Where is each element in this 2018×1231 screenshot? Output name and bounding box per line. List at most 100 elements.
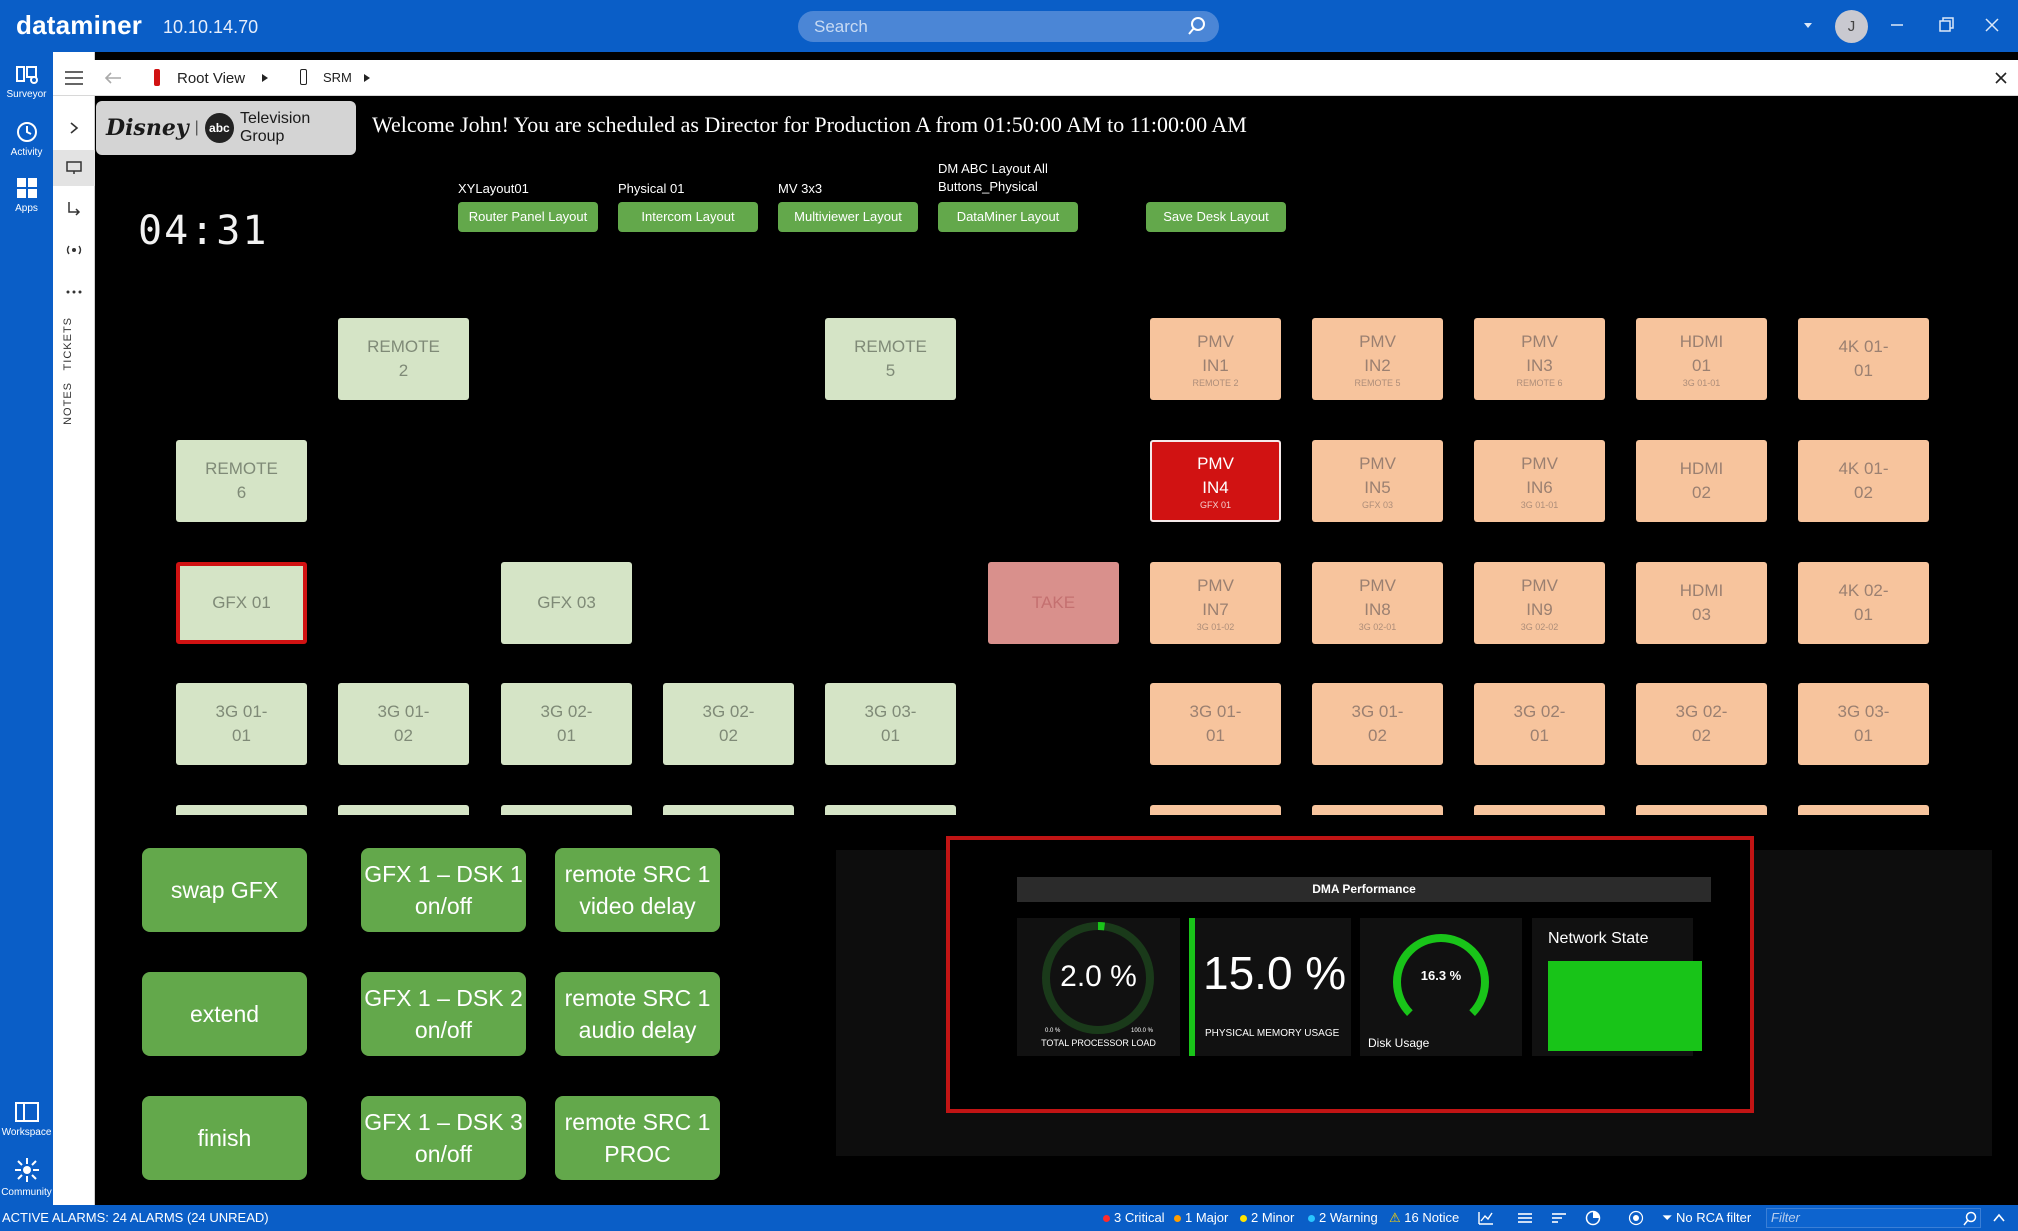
- intercom-layout-button[interactable]: Intercom Layout: [618, 202, 758, 232]
- menu-icon[interactable]: [63, 69, 85, 87]
- expand-button[interactable]: [53, 110, 95, 146]
- destination-tile[interactable]: 4K 01-02: [1798, 440, 1929, 522]
- broadcast-button[interactable]: [53, 232, 95, 268]
- search-placeholder: Search: [814, 17, 868, 36]
- dma-performance-panel[interactable]: DMA Performance 2.0 % 0.0 % 100.0 % TOTA…: [946, 836, 1754, 1113]
- remote-src1-audio-delay-button[interactable]: remote SRC 1 audio delay: [555, 972, 720, 1056]
- rail-community[interactable]: Community: [0, 1156, 53, 1198]
- destination-tile[interactable]: 3G 03-01: [1798, 683, 1929, 765]
- caret-right-icon[interactable]: [261, 73, 269, 83]
- source-tile[interactable]: 3G 03-01: [825, 683, 956, 765]
- gfx1-dsk1-button[interactable]: GFX 1 – DSK 1 on/off: [361, 848, 526, 932]
- critical-count[interactable]: 3 Critical: [1103, 1210, 1165, 1225]
- remote-src1-proc-button[interactable]: remote SRC 1 PROC: [555, 1096, 720, 1180]
- tickets-tab[interactable]: TICKETS: [62, 317, 74, 371]
- extend-button[interactable]: extend: [142, 972, 307, 1056]
- source-tile[interactable]: 3G 02-01: [501, 683, 632, 765]
- rail-apps[interactable]: Apps: [0, 176, 53, 214]
- dataminer-layout-button[interactable]: DataMiner Layout: [938, 202, 1078, 232]
- more-button[interactable]: [53, 274, 95, 310]
- caret-right-icon[interactable]: [363, 73, 371, 83]
- tile-label: 2: [398, 361, 409, 380]
- tile-label: 01: [881, 726, 900, 745]
- tile-label: 3G 02-: [702, 702, 755, 721]
- layout-caption: DM ABC Layout All Buttons_Physical: [938, 161, 1048, 194]
- major-count[interactable]: 1 Major: [1174, 1210, 1228, 1225]
- source-tile[interactable]: 3G 02-02: [663, 683, 794, 765]
- swap-gfx-button[interactable]: swap GFX: [142, 848, 307, 932]
- destination-tile[interactable]: 3G 02-02: [1636, 683, 1767, 765]
- focus-icon[interactable]: [1628, 1210, 1644, 1226]
- destination-tile[interactable]: 4K 01-01: [1798, 318, 1929, 400]
- trend-icon[interactable]: [1478, 1211, 1494, 1225]
- take-button[interactable]: TAKE: [988, 562, 1119, 644]
- active-alarms[interactable]: ACTIVE ALARMS: 24 ALARMS (24 UNREAD): [2, 1210, 269, 1225]
- search-icon[interactable]: [1187, 16, 1207, 36]
- source-gfx-03[interactable]: GFX 03: [501, 562, 632, 644]
- close-icon[interactable]: [1993, 70, 2009, 86]
- rail-surveyor[interactable]: Surveyor: [0, 64, 53, 100]
- finish-button[interactable]: finish: [142, 1096, 307, 1180]
- title-bar: dataminer 10.10.14.70 Search J: [0, 0, 2018, 52]
- rca-filter[interactable]: ⏷ No RCA filter: [1662, 1210, 1751, 1226]
- visual-view-button[interactable]: [53, 150, 95, 186]
- destination-tile[interactable]: 3G 02-01: [1474, 683, 1605, 765]
- history-icon: [16, 122, 37, 142]
- rail-workspace[interactable]: Workspace: [0, 1100, 53, 1138]
- minor-count[interactable]: 2 Minor: [1240, 1210, 1294, 1225]
- sort-icon[interactable]: [1551, 1211, 1567, 1225]
- close-window-icon[interactable]: [1981, 14, 2003, 36]
- breadcrumb-srm[interactable]: SRM: [323, 70, 352, 85]
- notes-tab[interactable]: NOTES: [62, 382, 74, 425]
- source-remote-2[interactable]: REMOTE 2: [338, 318, 469, 400]
- destination-tile[interactable]: 3G 01-01: [1150, 683, 1281, 765]
- destination-tile[interactable]: 3G 01-02: [1312, 683, 1443, 765]
- list-view-icon[interactable]: [1517, 1211, 1533, 1225]
- alarm-filter-input[interactable]: Filter: [1766, 1208, 1981, 1228]
- memory-fill: [1189, 918, 1195, 1056]
- minimize-icon[interactable]: [1886, 14, 1908, 36]
- warning-count[interactable]: 2 Warning: [1308, 1210, 1378, 1225]
- more-dots-icon: [66, 290, 82, 294]
- chevron-up-icon[interactable]: [1992, 1211, 2006, 1225]
- critical-label: 3 Critical: [1114, 1210, 1165, 1225]
- dropdown-icon[interactable]: [1797, 14, 1819, 36]
- source-tile[interactable]: 3G 01-01: [176, 683, 307, 765]
- gfx1-dsk2-button[interactable]: GFX 1 – DSK 2 on/off: [361, 972, 526, 1056]
- search-input[interactable]: Search: [798, 11, 1219, 42]
- search-icon[interactable]: [1962, 1211, 1978, 1227]
- avatar[interactable]: J: [1835, 10, 1868, 43]
- router-panel-layout-button[interactable]: Router Panel Layout: [458, 202, 598, 232]
- multiviewer-layout-button[interactable]: Multiviewer Layout: [778, 202, 918, 232]
- back-arrow-icon[interactable]: [103, 69, 123, 87]
- restore-icon[interactable]: [1935, 14, 1957, 36]
- destination-tile[interactable]: 4K 02-01: [1798, 562, 1929, 644]
- pie-icon[interactable]: [1585, 1210, 1601, 1226]
- rail-activity[interactable]: Activity: [0, 120, 53, 158]
- gfx1-dsk3-button[interactable]: GFX 1 – DSK 3 on/off: [361, 1096, 526, 1180]
- source-remote-6[interactable]: REMOTE 6: [176, 440, 307, 522]
- layout-group: DM ABC Layout All Buttons_Physical DataM…: [938, 161, 1078, 232]
- source-remote-5[interactable]: REMOTE 5: [825, 318, 956, 400]
- tile-label: 3G 02-: [1675, 702, 1728, 721]
- source-tile[interactable]: 3G 01-02: [338, 683, 469, 765]
- save-desk-layout-button[interactable]: Save Desk Layout: [1146, 202, 1286, 232]
- remote-src1-video-delay-button[interactable]: remote SRC 1 video delay: [555, 848, 720, 932]
- source-gfx-01[interactable]: GFX 01: [176, 562, 307, 644]
- notice-count[interactable]: ⚠ 16 Notice: [1389, 1210, 1459, 1226]
- cpu-max: 100.0 %: [1131, 1028, 1154, 1034]
- breadcrumb-root-view[interactable]: Root View: [177, 70, 246, 87]
- topology-button[interactable]: [53, 190, 95, 226]
